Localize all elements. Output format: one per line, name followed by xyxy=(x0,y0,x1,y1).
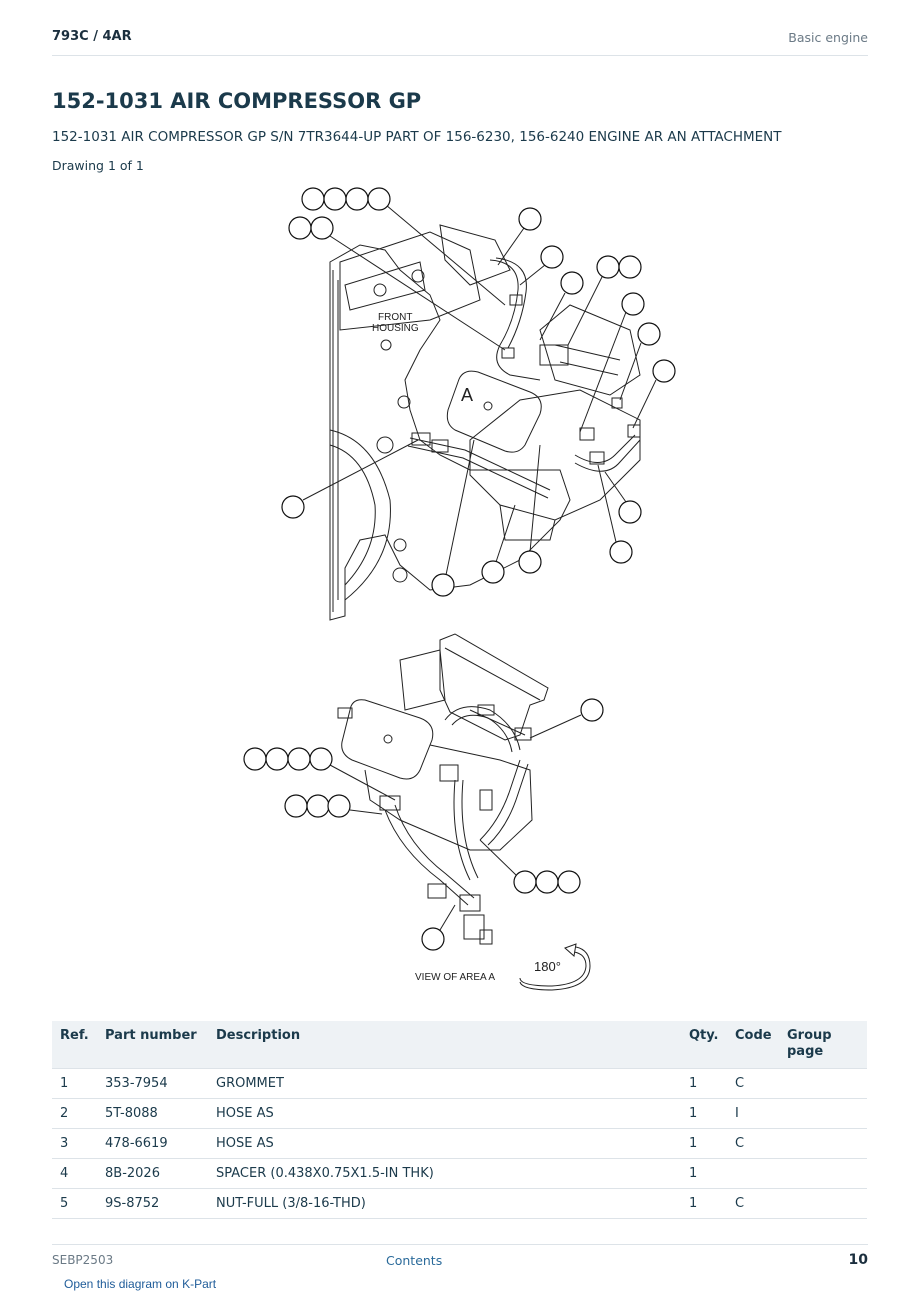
callout-balloons-top xyxy=(281,187,676,597)
col-header-description: Description xyxy=(208,1021,681,1069)
cell-group-page xyxy=(779,1158,867,1189)
page-subtitle: 152-1031 AIR COMPRESSOR GP S/N 7TR3644-U… xyxy=(52,129,782,145)
cell-part-number: 353-7954 xyxy=(97,1068,208,1099)
table-row: 3 478-6619 HOSE AS 1 C xyxy=(52,1128,867,1159)
cell-ref: 1 xyxy=(52,1068,97,1099)
cell-part-number: 5T-8088 xyxy=(97,1098,208,1129)
parts-table-header: Ref. Part number Description Qty. Code G… xyxy=(52,1021,867,1069)
label-view-of-area: VIEW OF AREA A xyxy=(415,972,495,983)
cell-qty: 1 xyxy=(681,1158,727,1189)
page-number: 10 xyxy=(848,1252,868,1268)
leader-lines-view-a xyxy=(329,714,582,931)
col-header-ref: Ref. xyxy=(52,1021,97,1069)
parts-diagram: FRONT HOUSING A xyxy=(243,187,676,991)
page-title: 152-1031 AIR COMPRESSOR GP xyxy=(52,89,422,113)
cell-ref: 5 xyxy=(52,1188,97,1219)
label-area-a: A xyxy=(461,385,473,405)
engine-drawing-view-a xyxy=(337,633,549,945)
contents-link[interactable]: Contents xyxy=(386,1253,443,1268)
cell-description: HOSE AS xyxy=(208,1098,681,1129)
cell-code xyxy=(727,1158,779,1189)
cell-ref: 3 xyxy=(52,1128,97,1159)
cell-group-page xyxy=(779,1068,867,1099)
footer-doc-id: SEBP2503 xyxy=(52,1253,114,1267)
cell-qty: 1 xyxy=(681,1098,727,1129)
cell-qty: 1 xyxy=(681,1068,727,1099)
view-a-caption: VIEW OF AREA A 180° xyxy=(415,959,561,983)
cell-group-page xyxy=(779,1128,867,1159)
kpart-link[interactable]: Open this diagram on K-Part xyxy=(64,1277,217,1291)
col-header-part-number: Part number xyxy=(97,1021,208,1069)
cell-code: I xyxy=(727,1098,779,1129)
drawing-label: Drawing 1 of 1 xyxy=(52,158,144,173)
engine-drawing-top xyxy=(329,224,641,621)
cell-ref: 4 xyxy=(52,1158,97,1189)
diagram-labels-top: FRONT HOUSING A xyxy=(372,312,473,405)
label-front: FRONT xyxy=(378,312,412,323)
table-row: 1 353-7954 GROMMET 1 C xyxy=(52,1068,867,1099)
footer-divider xyxy=(52,1244,868,1245)
header-section: Basic engine xyxy=(788,30,868,45)
parts-table: Ref. Part number Description Qty. Code G… xyxy=(52,1021,867,1219)
label-housing: HOUSING xyxy=(372,323,419,334)
table-row: 5 9S-8752 NUT-FULL (3/8-16-THD) 1 C xyxy=(52,1188,867,1219)
cell-code: C xyxy=(727,1068,779,1099)
cell-qty: 1 xyxy=(681,1128,727,1159)
cell-code: C xyxy=(727,1128,779,1159)
leader-lines-top xyxy=(302,204,657,576)
cell-code: C xyxy=(727,1188,779,1219)
cell-description: GROMMET xyxy=(208,1068,681,1099)
cell-part-number: 478-6619 xyxy=(97,1128,208,1159)
callout-balloons-view-a xyxy=(243,698,604,951)
header-model: 793C / 4AR xyxy=(52,29,132,44)
table-row: 4 8B-2026 SPACER (0.438X0.75X1.5-IN THK)… xyxy=(52,1158,867,1189)
cell-group-page xyxy=(779,1188,867,1219)
col-header-group-page: Group page xyxy=(779,1021,867,1069)
col-header-qty: Qty. xyxy=(681,1021,727,1069)
rotation-arrow-icon xyxy=(519,943,591,991)
label-rotation: 180° xyxy=(534,959,561,974)
cell-group-page xyxy=(779,1098,867,1129)
table-row: 2 5T-8088 HOSE AS 1 I xyxy=(52,1098,867,1129)
cell-description: NUT-FULL (3/8-16-THD) xyxy=(208,1188,681,1219)
cell-part-number: 8B-2026 xyxy=(97,1158,208,1189)
cell-part-number: 9S-8752 xyxy=(97,1188,208,1219)
col-header-code: Code xyxy=(727,1021,779,1069)
cell-qty: 1 xyxy=(681,1188,727,1219)
cell-description: HOSE AS xyxy=(208,1128,681,1159)
cell-description: SPACER (0.438X0.75X1.5-IN THK) xyxy=(208,1158,681,1189)
cell-ref: 2 xyxy=(52,1098,97,1129)
header-divider xyxy=(52,55,868,56)
